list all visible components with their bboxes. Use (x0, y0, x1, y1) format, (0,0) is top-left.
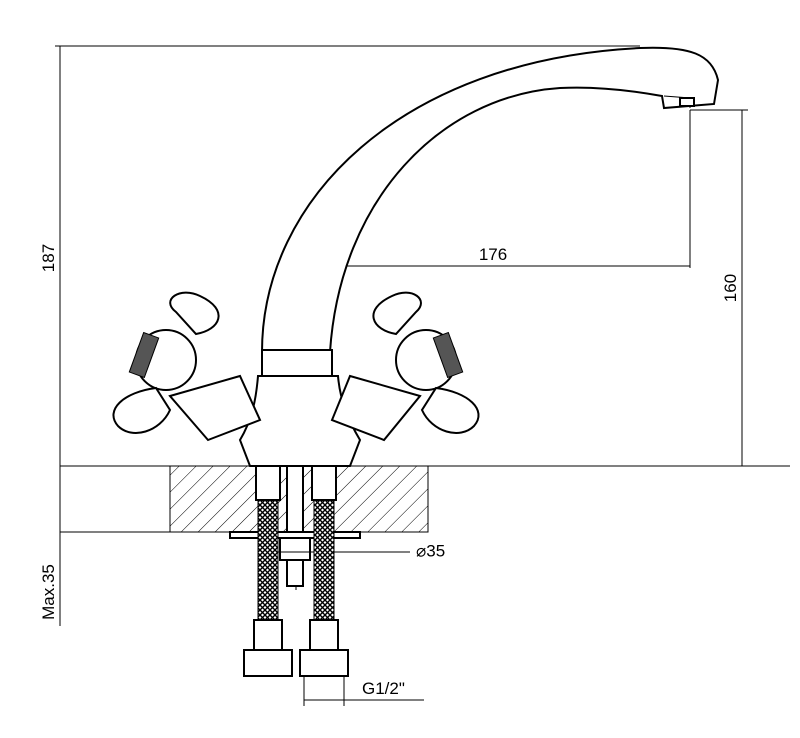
label-diameter-35: ⌀35 (416, 541, 445, 560)
dimension-thread: G1/2" (303, 676, 424, 706)
spout (260, 46, 720, 379)
dimension-total-height: 187 (39, 45, 640, 466)
label-reach-176: 176 (479, 245, 507, 264)
label-max-35: Max.35 (39, 564, 58, 620)
label-height-187: 187 (39, 244, 58, 272)
faucet-body (238, 375, 362, 467)
label-height-160: 160 (721, 274, 740, 302)
countertop (60, 465, 790, 533)
dimension-max-thickness: Max.35 (39, 466, 61, 626)
right-handle (330, 291, 480, 442)
right-hose (299, 465, 349, 677)
dimension-spout-height: 160 (690, 109, 748, 466)
left-hose (243, 465, 293, 677)
left-handle (112, 291, 262, 442)
base-plate: ⌀35 (229, 531, 445, 560)
label-thread-g12: G1/2" (362, 679, 405, 698)
